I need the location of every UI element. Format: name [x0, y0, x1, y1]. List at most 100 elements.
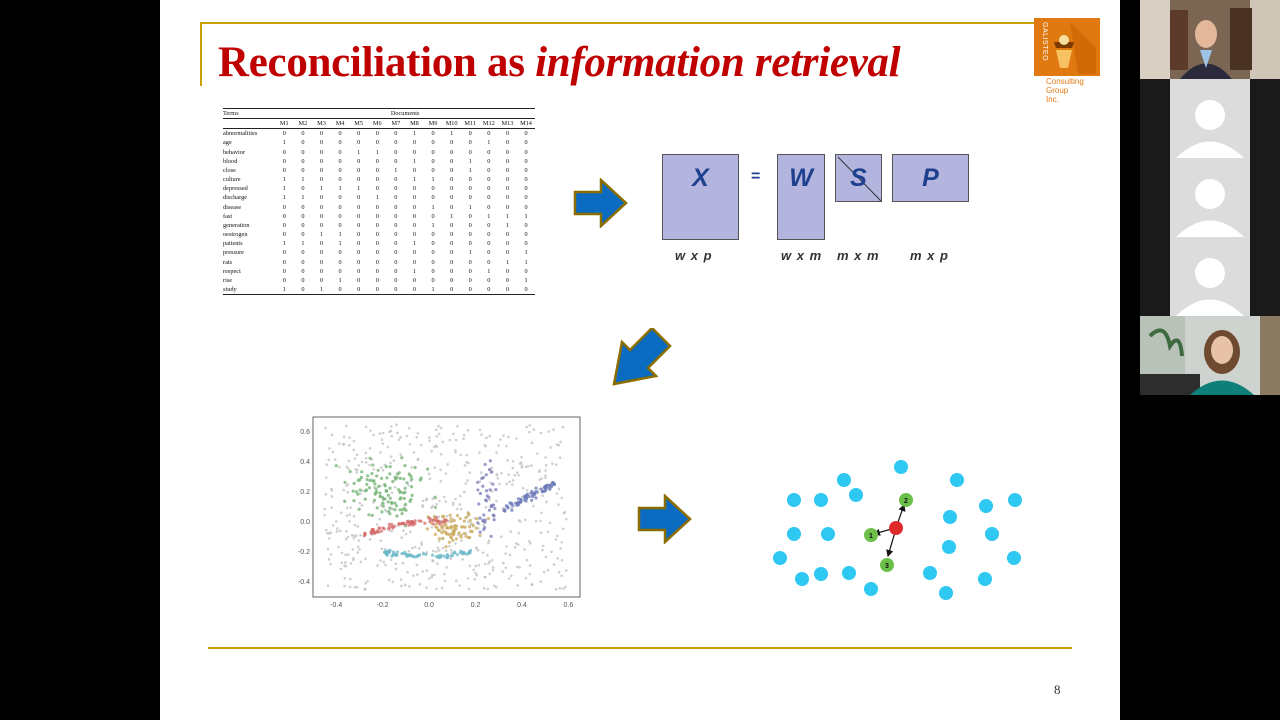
- count-cell: 1: [282, 240, 286, 248]
- logo-word: GALISTEO: [1041, 22, 1048, 62]
- noise-point: [397, 438, 401, 442]
- noise-point: [338, 529, 342, 533]
- count-cell: 1: [412, 176, 417, 184]
- participant-tile-presenter-man[interactable]: [1140, 0, 1280, 79]
- count-cell: 0: [375, 139, 379, 147]
- noise-point: [439, 479, 443, 483]
- noise-point: [561, 425, 565, 429]
- count-cell: 0: [301, 139, 305, 147]
- noise-point: [520, 455, 523, 459]
- noise-point: [437, 432, 441, 436]
- cluster-point: [492, 518, 496, 522]
- cluster-point: [530, 498, 534, 503]
- noise-point: [478, 428, 482, 432]
- noise-point: [360, 504, 364, 507]
- noise-point: [454, 542, 457, 545]
- count-cell: 0: [386, 284, 406, 296]
- graph-node: [978, 572, 992, 586]
- noise-point: [448, 544, 451, 548]
- presenter-man-video: [1140, 0, 1280, 79]
- count-cell: 1: [282, 176, 286, 184]
- noise-point: [411, 546, 414, 550]
- noise-point: [407, 549, 411, 553]
- cluster-point: [424, 552, 428, 556]
- noise-point: [488, 434, 491, 438]
- noise-point: [500, 471, 503, 475]
- count-cell: 0: [338, 221, 342, 229]
- count-cell: 0: [450, 157, 454, 165]
- cluster-point: [490, 503, 494, 507]
- count-cell: 0: [394, 130, 398, 138]
- neighbor-node-2: [899, 493, 913, 507]
- noise-point: [323, 507, 326, 511]
- noise-point: [514, 542, 518, 545]
- cluster-point: [389, 500, 394, 505]
- count-cell: 0: [357, 203, 361, 211]
- noise-point: [352, 439, 356, 443]
- noise-point: [444, 472, 448, 475]
- noise-point: [346, 553, 350, 556]
- cluster-point: [491, 513, 495, 517]
- noise-point: [425, 569, 429, 572]
- noise-point: [504, 552, 507, 555]
- noise-point: [511, 483, 514, 486]
- count-cell: 0: [412, 203, 417, 211]
- noise-point: [441, 440, 445, 444]
- avatar-placeholder-2: [1170, 79, 1250, 158]
- noise-point: [488, 560, 491, 563]
- participant-tile-3[interactable]: [1140, 158, 1280, 237]
- noise-point: [372, 433, 375, 437]
- count-cell: 0: [524, 194, 528, 202]
- slide: Reconciliation as information retrieval …: [160, 0, 1120, 720]
- noise-point: [488, 572, 491, 576]
- count-cell: 0: [450, 249, 454, 257]
- cluster-point: [449, 526, 453, 530]
- count-cell: 0: [431, 166, 435, 174]
- count-cell: 0: [505, 176, 509, 184]
- neighbor-node-3: [880, 558, 894, 572]
- noise-point: [352, 514, 356, 518]
- cluster-point: [444, 545, 448, 549]
- count-cell: 0: [394, 240, 398, 248]
- count-cell: 0: [301, 130, 305, 138]
- noise-point: [343, 564, 346, 568]
- noise-point: [389, 558, 393, 562]
- graph-node: [787, 493, 801, 507]
- participant-tile-4[interactable]: [1140, 237, 1280, 316]
- noise-point: [325, 463, 328, 467]
- count-cell: 0: [394, 231, 398, 239]
- x-tick-label: -0.2: [377, 602, 389, 609]
- noise-point: [352, 536, 356, 540]
- count-cell: 1: [412, 267, 417, 275]
- cluster-point: [478, 516, 482, 520]
- cluster-point: [360, 470, 364, 474]
- cluster-point: [377, 484, 381, 489]
- cluster-point: [395, 472, 400, 476]
- graph-node: [942, 540, 956, 554]
- count-cell: 1: [468, 203, 472, 211]
- graph-node: [821, 527, 835, 541]
- cluster-point: [529, 491, 533, 495]
- noise-point: [451, 501, 455, 504]
- noise-point: [534, 519, 538, 523]
- noise-point: [437, 515, 441, 519]
- cluster-point: [449, 517, 453, 521]
- neighbor-node-1: [864, 528, 878, 542]
- count-cell: 0: [487, 148, 491, 156]
- cluster-point: [478, 491, 483, 496]
- cluster-point: [356, 492, 360, 496]
- noise-point: [555, 492, 558, 495]
- cluster-point: [419, 476, 423, 480]
- noise-point: [418, 582, 421, 586]
- count-cell: 1: [505, 258, 509, 266]
- cluster-point: [484, 498, 488, 502]
- participant-tile-presenter-woman[interactable]: [1140, 316, 1280, 395]
- noise-point: [446, 463, 450, 466]
- count-cell: 0: [338, 267, 342, 275]
- y-tick-label: 0.2: [300, 489, 310, 496]
- cluster-point: [516, 501, 520, 505]
- participant-tile-2[interactable]: [1140, 79, 1280, 158]
- cluster-point: [523, 498, 527, 502]
